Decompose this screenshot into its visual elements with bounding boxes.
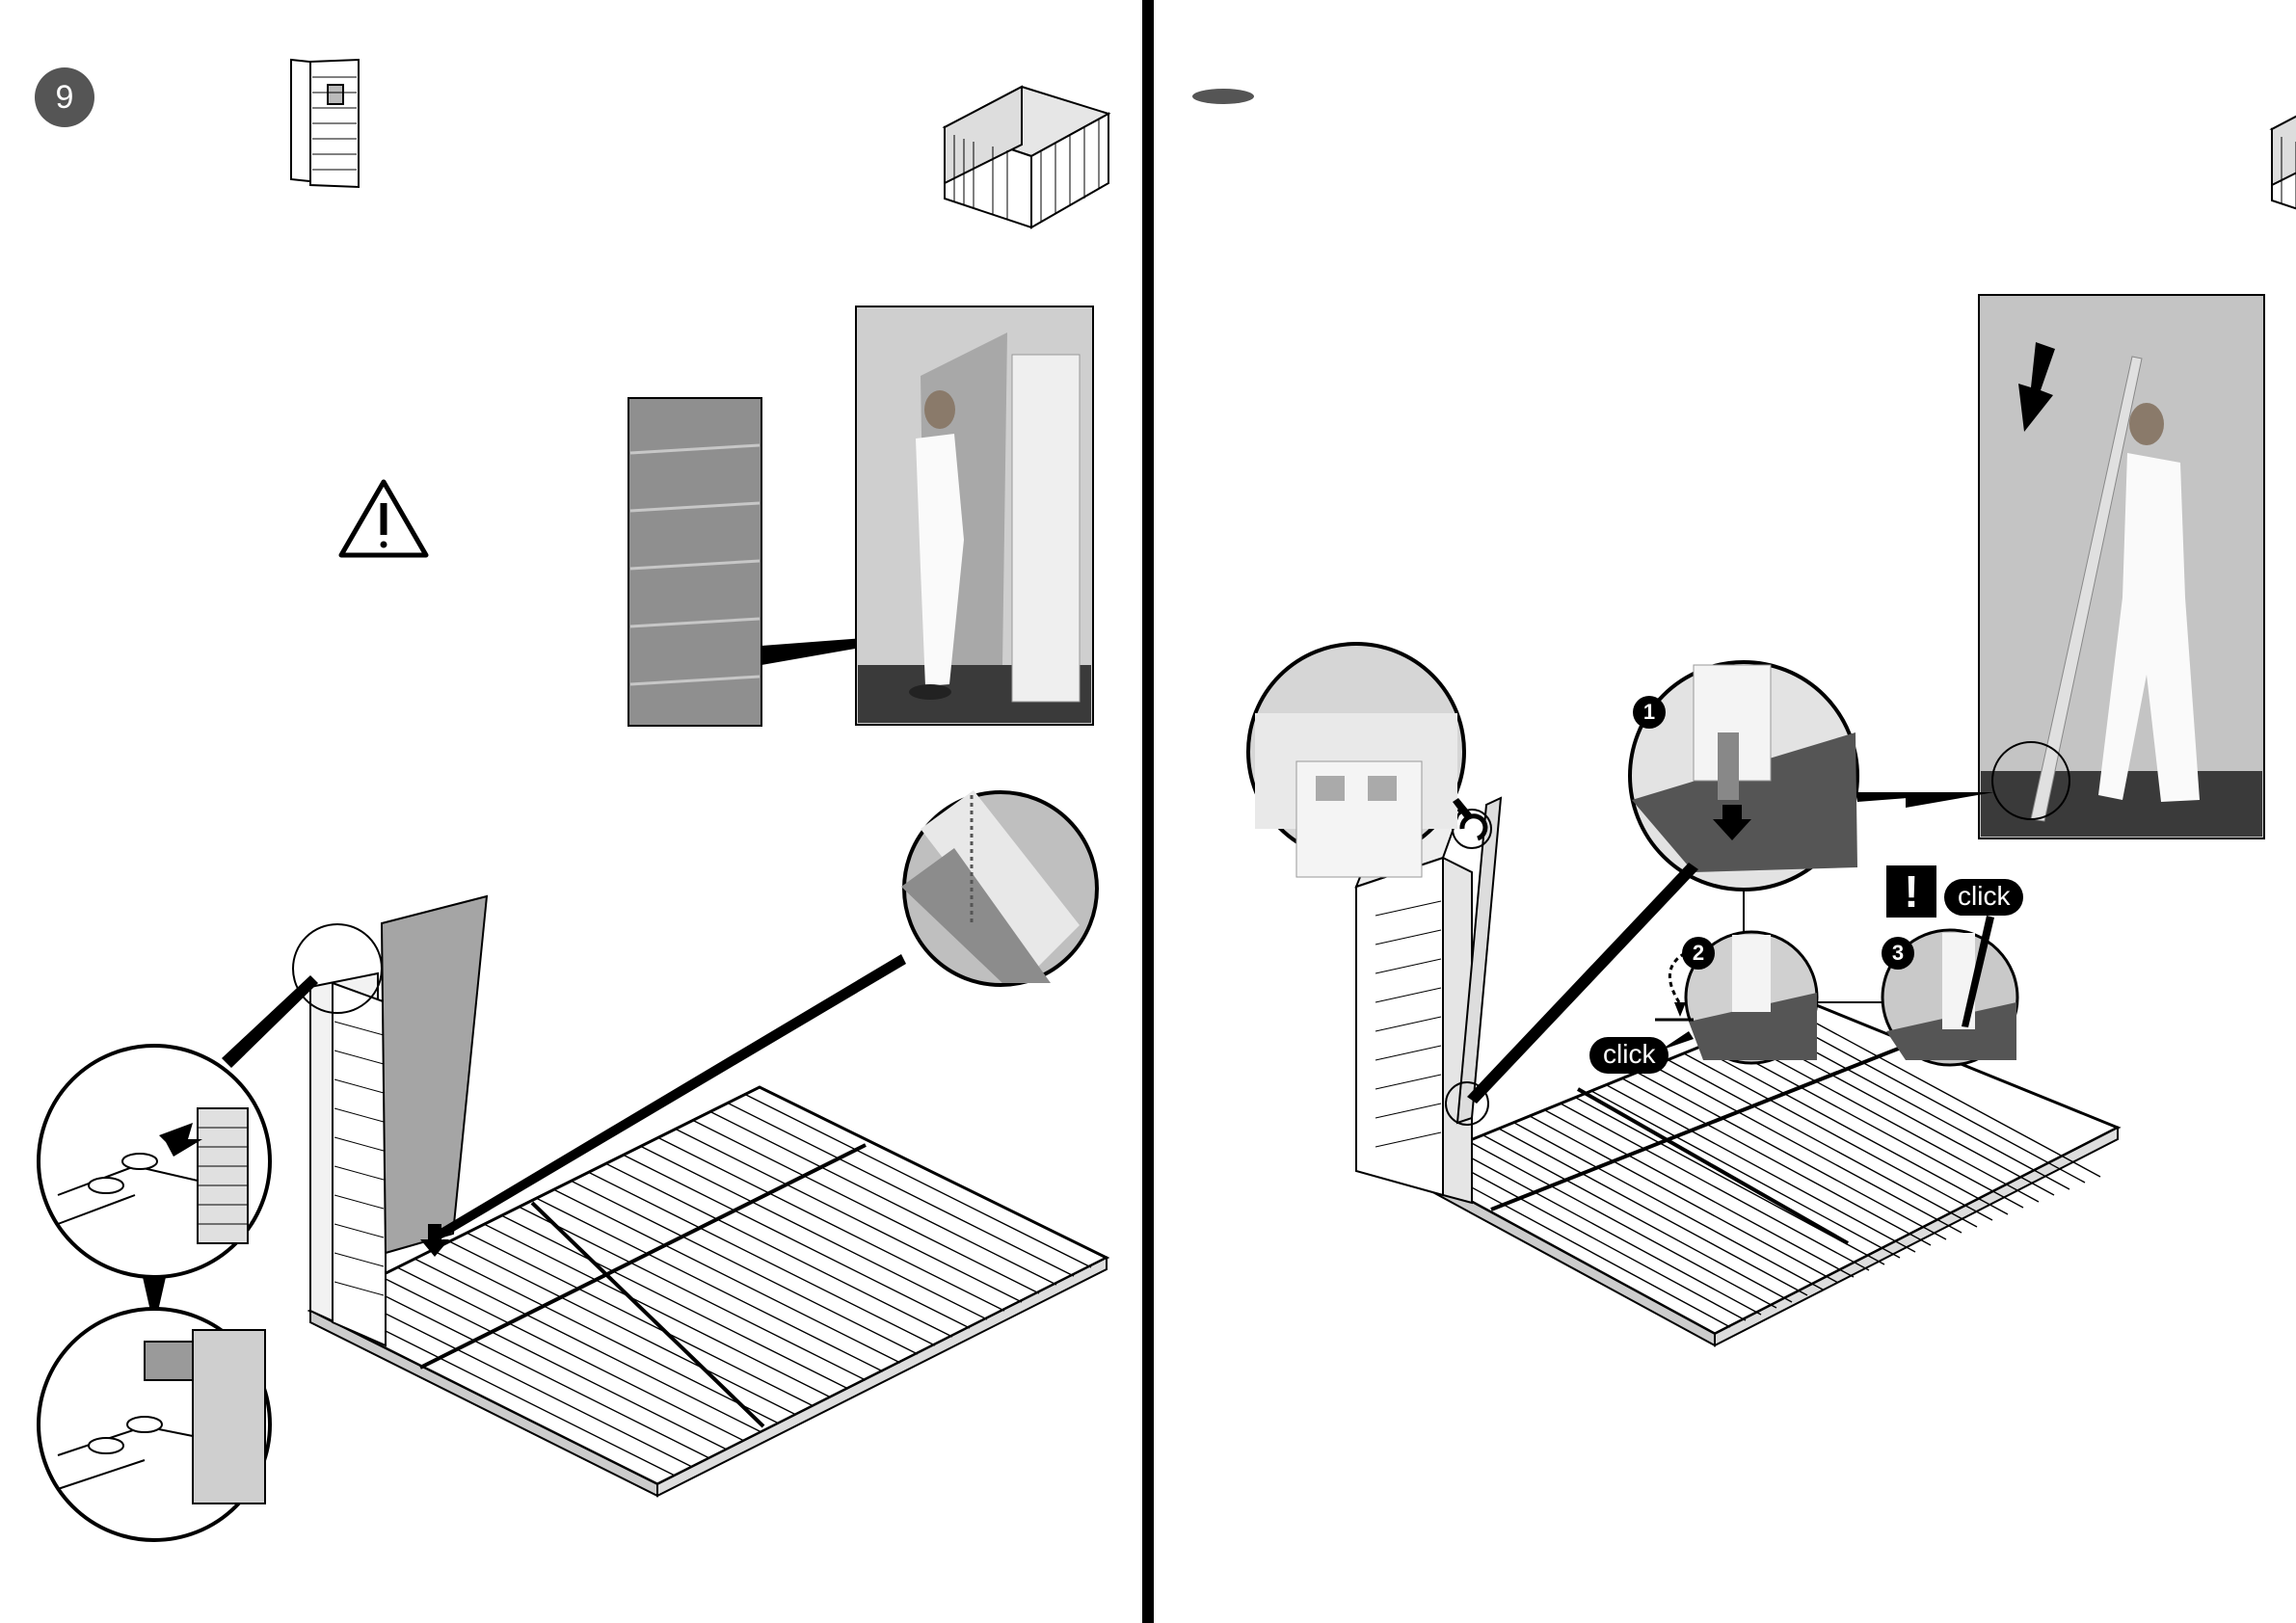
door-panel-icon	[291, 60, 359, 187]
left-page-illustration	[0, 0, 1142, 1623]
left-page: 9	[0, 0, 1142, 1623]
assembly-photo	[1906, 295, 2264, 838]
step-badge-1: 1	[1633, 696, 1666, 729]
detail-circle-alignment	[39, 975, 318, 1328]
shed-progress-icon	[945, 87, 1108, 227]
assembly-photo	[856, 306, 1093, 725]
shed-progress-icon	[2272, 89, 2296, 229]
step-badge-2: 2	[1682, 937, 1715, 970]
warning-icon	[341, 482, 426, 555]
right-page: 1 2 3 ! click click	[1154, 0, 2296, 1623]
detail-circle-inserted	[39, 1309, 270, 1540]
step-badge-3: 3	[1882, 937, 1914, 970]
page-divider	[1142, 0, 1154, 1623]
right-page-illustration	[1154, 0, 2296, 1623]
click-label-right: click	[1944, 879, 2023, 916]
click-label-left: click	[1589, 1037, 1669, 1074]
attention-mark: !	[1886, 865, 1936, 918]
detail-circle-step-2	[1655, 932, 1817, 1063]
